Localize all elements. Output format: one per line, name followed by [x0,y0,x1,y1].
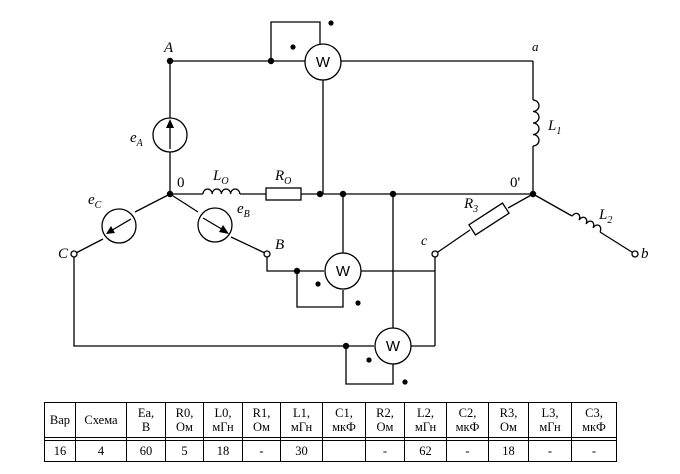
header-text: C1, [335,406,353,420]
parameters-table: Вар Схема Ea,B R0,Ом L0,мГн R1,Ом L1,мГн… [44,402,617,462]
source-eA-label: eA [130,130,144,149]
source-eB-label: eB [237,201,250,220]
header-r0: R0,Ом [165,402,204,438]
header-text: L2, [416,406,434,420]
header-l0: L0,мГн [203,402,243,438]
inductor-L0-label: LO [212,168,229,187]
header-text: R2, [376,406,394,420]
wattmeter-bottom-label: W [386,338,401,355]
table-header-row: Вар Схема Ea,B R0,Ом L0,мГн R1,Ом L1,мГн… [44,402,617,438]
header-unit: мкФ [582,420,606,434]
header-text: Ea, [137,406,155,420]
header-unit: Ом [176,420,193,434]
header-text: L3, [541,406,559,420]
header-unit: мГн [539,420,561,434]
header-unit: мГн [212,420,234,434]
header-r3: R3,Ом [488,402,529,438]
source-eB [197,207,233,243]
header-text: Вар [49,413,71,427]
header-text: R0, [175,406,194,420]
cell-scheme: 4 [75,440,127,462]
header-text: C3, [585,406,603,420]
inductor-L1-label: L1 [547,118,561,137]
cell-var: 16 [44,440,76,462]
header-l3: L3,мГн [528,402,572,438]
node-0-label: 0 [177,175,185,191]
header-c2: C2,мкФ [446,402,489,438]
inductor-L1 [532,99,540,147]
node-0prime-label: 0' [510,175,521,191]
inductor-L2-label: L2 [598,207,612,226]
cell-r1: - [242,440,281,462]
node-b-label: b [641,246,649,262]
cell-l0: 18 [203,440,243,462]
terminal-circles [70,250,639,258]
header-c1: C1,мкФ [322,402,366,438]
cell-r2: - [365,440,405,462]
cell-ea: 60 [126,440,166,462]
circuit-diagram: A a 0 0' B b C c eA eB eC LO RO L1 L2 R3… [58,20,649,385]
header-text: R3, [499,406,518,420]
cell-l2: 62 [404,440,447,462]
cell-l1: 30 [280,440,323,462]
cell-l3: - [528,440,572,462]
header-unit: мГн [414,420,437,434]
inductor-L2 [571,212,602,233]
header-c3: C3,мкФ [571,402,617,438]
node-C-label: C [58,246,69,262]
resistor-R3 [468,202,510,236]
header-unit: мкФ [332,420,356,434]
header-unit: Ом [376,420,394,434]
source-eA [152,117,188,153]
wattmeter-middle-label: W [336,263,351,280]
header-text: C2, [458,406,477,420]
header-unit: B [141,420,151,434]
header-l2: L2,мГн [404,402,447,438]
node-a-label: a [532,39,539,54]
header-text: L0, [214,406,232,420]
junction-dots [166,20,537,385]
wattmeter-top [304,43,342,81]
wattmeter-top-label: W [316,54,331,71]
header-r1: R1,Ом [242,402,281,438]
table-row: 16 4 60 5 18 - 30 - 62 - 18 - - [44,440,617,462]
header-text: L1, [292,406,310,420]
header-unit: мГн [290,420,313,434]
cell-r0: 5 [165,440,204,462]
wires [73,21,636,385]
resistor-R3-label: R3 [463,196,478,215]
header-text: Схема [84,413,118,427]
resistor-R0 [265,187,302,201]
header-text: R1, [252,406,271,420]
header-ea: Ea,B [126,402,166,438]
header-scheme: Схема [75,402,127,438]
header-var: Вар [44,402,76,438]
source-eC [101,208,137,244]
cell-c1 [322,440,366,462]
wattmeter-middle [324,252,362,290]
header-r2: R2,Ом [365,402,405,438]
cell-r3: 18 [488,440,529,462]
cell-c2: - [446,440,489,462]
header-l1: L1,мГн [280,402,323,438]
node-c-label: c [421,234,428,249]
source-eC-label: eC [88,192,102,211]
header-unit: мкФ [455,420,480,434]
node-B-label: B [275,237,284,253]
cell-c3: - [571,440,617,462]
header-unit: Ом [500,420,517,434]
resistor-R0-label: RO [274,168,291,187]
header-unit: Ом [253,420,270,434]
node-A-label: A [163,40,174,56]
wattmeter-bottom [374,327,412,365]
inductor-L0 [202,188,241,195]
